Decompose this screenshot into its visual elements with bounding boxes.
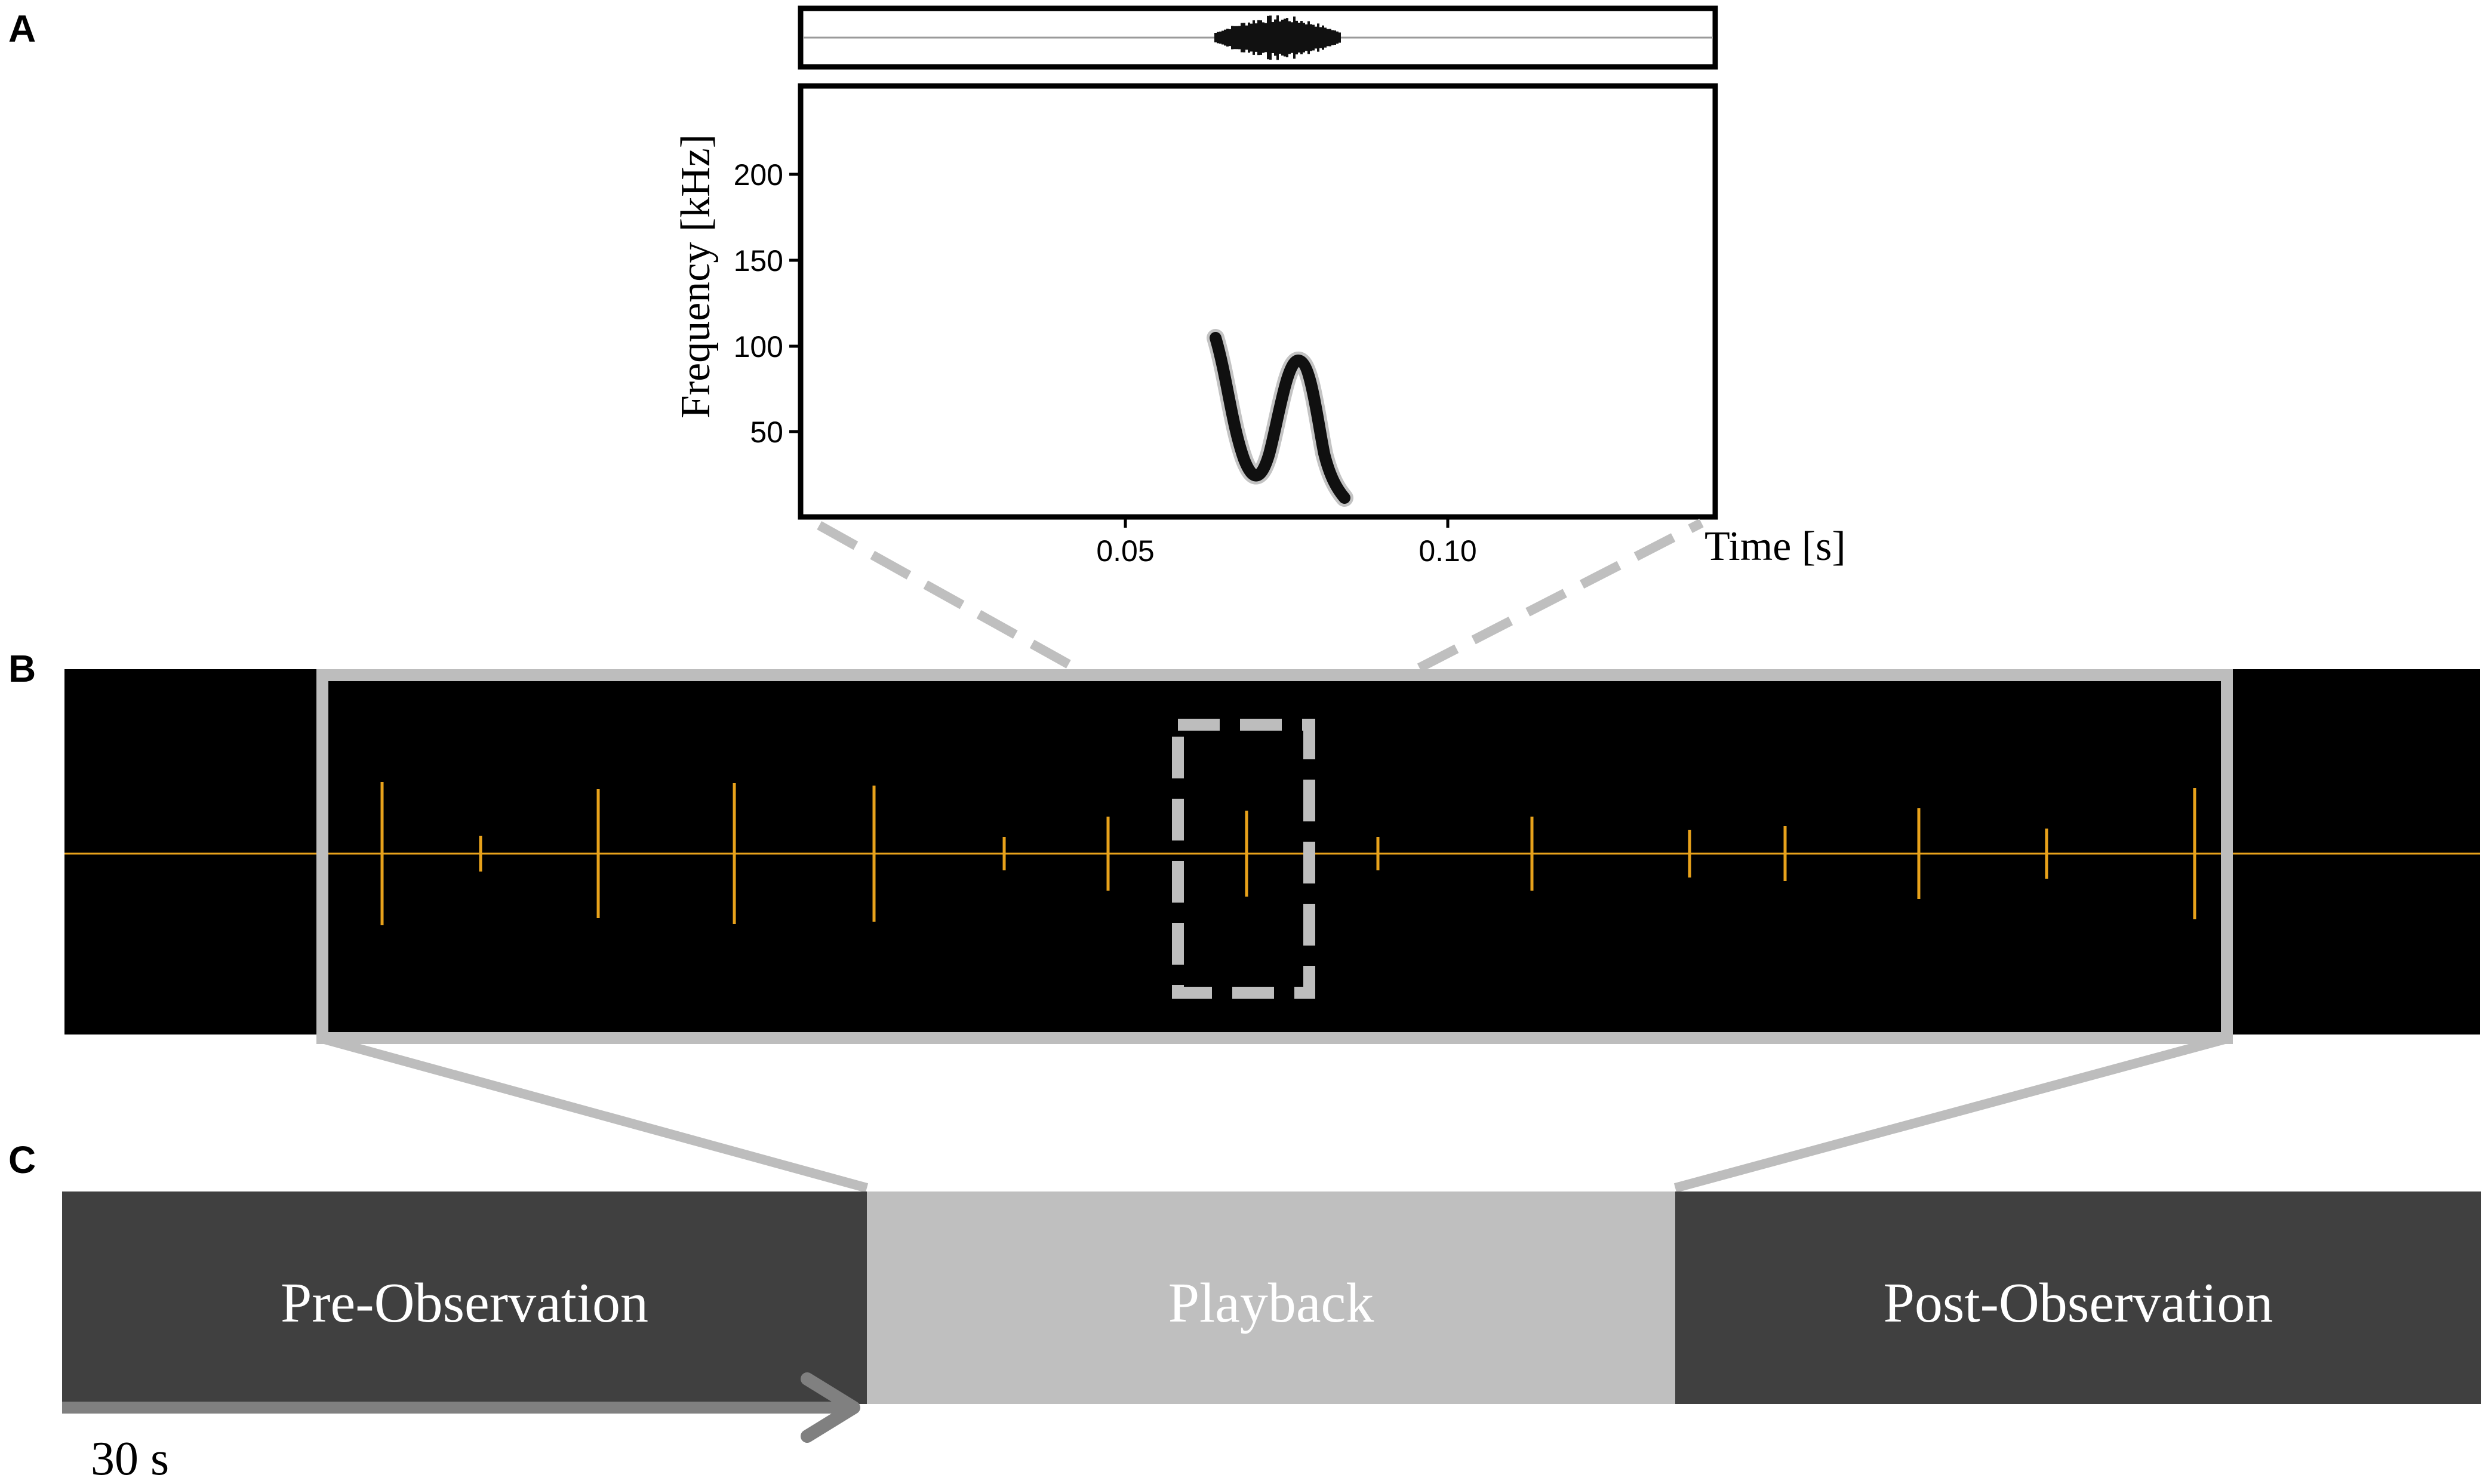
panel-label-b: B [8, 647, 36, 690]
y-tick-label: 50 [750, 415, 783, 449]
oscillogram [798, 5, 1718, 70]
duration-label: 30 s [91, 1433, 169, 1484]
phase-label-pre-observation: Pre-Observation [281, 1272, 648, 1334]
panel-label-c: C [8, 1138, 36, 1181]
y-tick-label: 150 [734, 244, 783, 278]
duration-arrow-head [801, 1372, 860, 1443]
x-tick-label: 0.05 [1096, 534, 1154, 568]
zoom-connector-c [321, 1034, 2229, 1193]
y-tick-label: 100 [734, 330, 783, 364]
call-contour [1207, 329, 1353, 507]
x-axis: 0.05 0.10 Time [s] [1096, 517, 1846, 569]
oscillogram-burst [1214, 15, 1341, 60]
x-tick-label: 0.10 [1419, 534, 1476, 568]
phase-label-post-observation: Post-Observation [1884, 1272, 2273, 1334]
phase-playback [867, 1191, 1675, 1404]
phase-label-playback: Playback [1168, 1272, 1374, 1334]
y-axis-title: Frequency [kHz] [673, 134, 719, 418]
zoom-connector-line [1673, 1034, 2229, 1193]
phase-pre-observation [62, 1191, 867, 1404]
panel-label-a: A [8, 7, 36, 50]
waveform-pulses [380, 782, 2196, 925]
x-axis-title: Time [s] [1704, 524, 1846, 569]
spectrogram-frame [798, 83, 1718, 520]
recording-view [64, 669, 2480, 1044]
call-contour-trace [1210, 332, 1350, 504]
y-tick-label: 200 [734, 158, 783, 192]
timeline: Pre-Observation Playback Post-Observatio… [62, 1191, 2481, 1484]
zoom-connector-line [321, 1034, 869, 1193]
selected-call-box [1172, 719, 1315, 999]
phase-post-observation [1675, 1191, 2481, 1404]
playback-window-frame [316, 669, 2233, 1044]
y-axis: 200 150 100 50 Frequency [kHz] [673, 134, 801, 449]
spectrogram: 200 150 100 50 Frequency [kHz] 0.05 0.10… [673, 83, 1846, 569]
duration-arrow [62, 1372, 860, 1443]
